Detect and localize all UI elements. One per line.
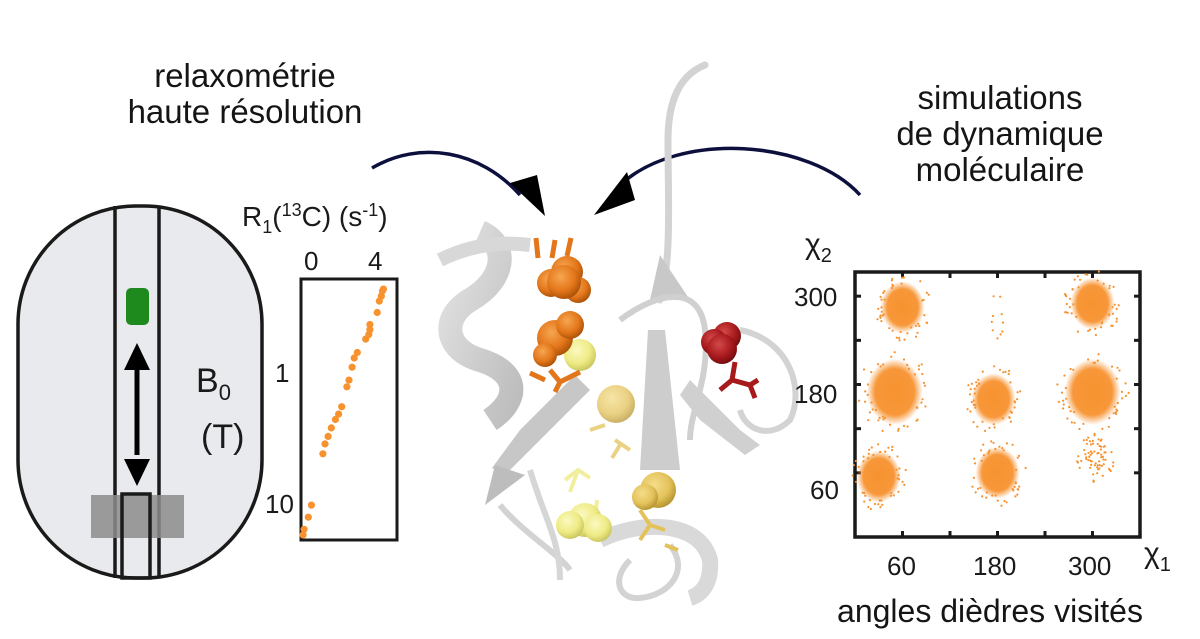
residue-red-right: [701, 322, 760, 399]
chi1-axis-label: χ1: [1144, 537, 1171, 576]
r1-ytick-1: 1: [275, 358, 289, 388]
magnet-schematic: [16, 204, 264, 580]
protein-structure-illustration: [436, 61, 799, 606]
r1-data-point: [319, 450, 327, 458]
protein-loop-3: [497, 503, 573, 572]
left-title-line-1: relaxométrie: [154, 57, 336, 94]
r1-data-point: [366, 326, 374, 334]
protein-loop-4: [616, 543, 682, 602]
dihedral-cluster: [856, 450, 901, 503]
r1-data-point: [366, 320, 374, 329]
protein-loop-2: [737, 327, 799, 434]
stray-field-zone: [91, 495, 184, 538]
protein-loop-1: [618, 293, 709, 441]
r1-data-point: [321, 440, 329, 448]
r1-plot-frame: [299, 277, 399, 542]
r1-data-point: [343, 383, 351, 391]
left-title: relaxométrie haute résolution: [75, 58, 415, 130]
residue-orange-middle: [528, 311, 596, 394]
chi2-ytick-180: 180: [794, 379, 837, 409]
r1-data-point: [379, 285, 387, 293]
r1-data-point: [324, 432, 332, 440]
r1-xtick-4: 4: [368, 246, 382, 276]
protein-loop-tail: [656, 61, 709, 304]
residue-yellow-bottom: [556, 467, 612, 542]
arrow-from-md-simulation-icon: [594, 146, 862, 215]
dihedral-cluster: [975, 446, 1020, 499]
r1-ytick-10: 10: [265, 489, 294, 519]
dihedral-cluster: [1070, 277, 1115, 330]
protein-loop-5: [527, 469, 563, 581]
r1-data-point: [331, 415, 339, 424]
r1-data-points: [299, 285, 387, 539]
left-title-line-2: haute résolution: [127, 93, 363, 130]
r1-relaxation-plot: R1(13C) (s-1) 0 4 1 10: [242, 200, 399, 542]
dihedral-cluster: [971, 373, 1016, 426]
protein-beta-strand-1-head: [485, 465, 525, 505]
right-title-line-1: simulations: [917, 79, 1083, 116]
protein-beta-strand-3: [650, 255, 690, 300]
residue-orange-top: [533, 237, 591, 303]
protein-beta-strand-1: [492, 375, 590, 475]
right-title-line-3: moléculaire: [915, 151, 1085, 188]
dihedral-clusters: [851, 270, 1130, 511]
chi2-ytick-300: 300: [794, 282, 837, 312]
residue-gold-bottom: [632, 472, 679, 552]
sample-shuttle-tube: [120, 492, 152, 580]
protein-helix-bottom: [596, 518, 719, 606]
field-unit-label: (T): [201, 418, 244, 456]
shuttle-double-arrow-icon: [124, 343, 150, 486]
dihedral-angle-plot: χ2 χ1 300 180 60 60 180 300: [794, 228, 1171, 581]
bottom-right-title: angles dièdres visités: [837, 593, 1143, 629]
dihedral-cluster: [880, 281, 925, 334]
dihedral-cluster: [866, 358, 923, 425]
residue-gold-center: [589, 385, 635, 460]
chi1-xtick-180: 180: [973, 551, 1016, 581]
chi1-xtick-60: 60: [887, 551, 916, 581]
chi2-ytick-60: 60: [810, 475, 839, 505]
arrow-from-relaxometry-icon: [371, 150, 545, 216]
r1-xtick-0: 0: [304, 246, 318, 276]
dihedral-axis-ticks: [855, 272, 1140, 537]
right-title: simulations de dynamique moléculaire: [850, 80, 1150, 188]
r1-data-point: [327, 424, 335, 432]
r1-data-point: [348, 363, 356, 371]
chi1-xtick-300: 300: [1068, 551, 1111, 581]
r1-data-point: [304, 513, 312, 521]
r1-data-point: [300, 525, 308, 533]
right-title-line-2: de dynamique: [896, 115, 1104, 152]
protein-helix-top: [436, 236, 531, 267]
chi2-axis-label: χ2: [805, 228, 832, 267]
r1-data-point: [338, 403, 346, 411]
protein-beta-strand-2: [640, 330, 680, 470]
dihedral-cluster: [1064, 358, 1121, 425]
protein-helix-left: [438, 220, 524, 430]
r1-data-point: [350, 354, 358, 362]
field-label: B0: [196, 362, 231, 405]
r1-data-point: [307, 501, 315, 509]
r1-data-point: [299, 531, 307, 539]
r1-data-point: [353, 348, 361, 357]
r1-data-point: [345, 376, 353, 384]
sample-icon: [126, 288, 149, 325]
r1-data-point: [373, 308, 381, 317]
r1-data-point: [335, 410, 343, 418]
r1-axis-title: R1(13C) (s-1): [242, 200, 388, 237]
